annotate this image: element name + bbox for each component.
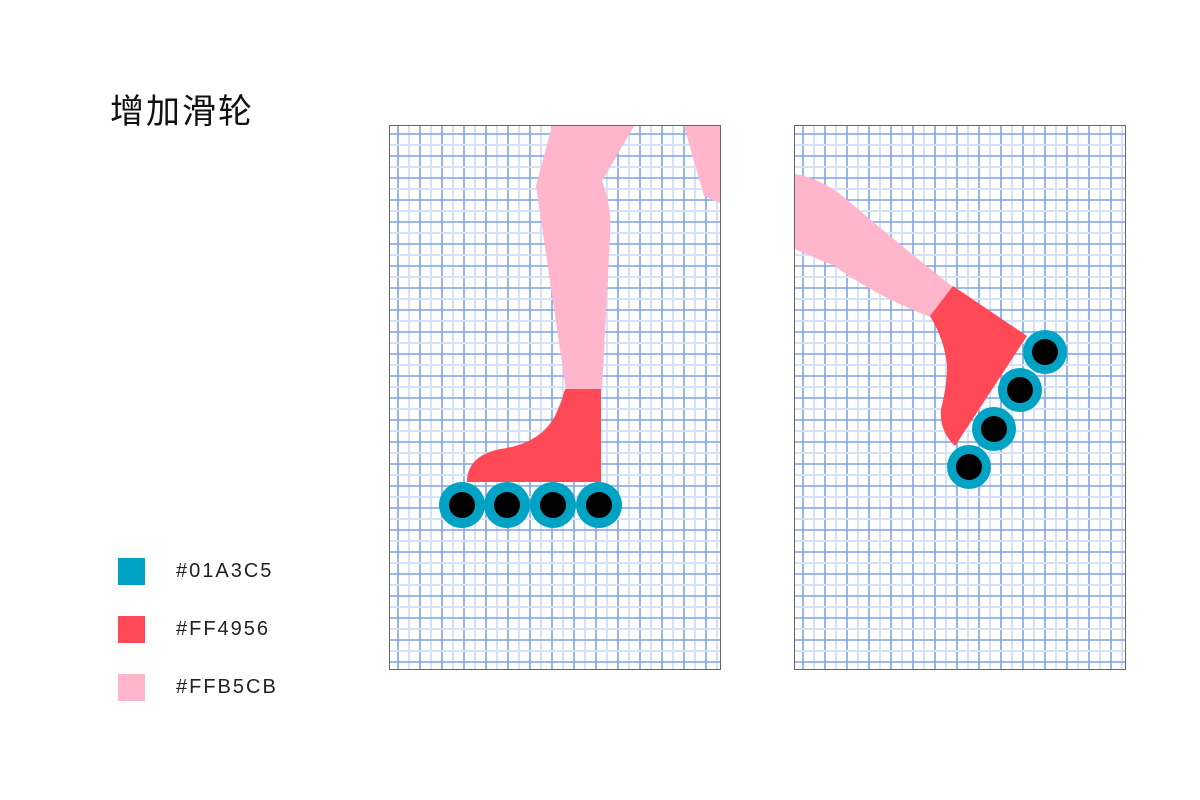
legend-item-leg: #FFB5CB bbox=[118, 673, 278, 701]
color-legend: #01A3C5 #FF4956 #FFB5CB bbox=[118, 557, 278, 731]
side-view-illustration bbox=[390, 126, 720, 669]
grid-background bbox=[390, 126, 720, 669]
wheel-hub bbox=[494, 492, 520, 518]
legend-item-wheel: #01A3C5 bbox=[118, 557, 278, 585]
angled-view-panel bbox=[794, 125, 1126, 670]
wheel-hub bbox=[586, 492, 612, 518]
angled-view-illustration bbox=[795, 126, 1125, 669]
back-leg-shape bbox=[684, 126, 720, 204]
boot-shape bbox=[467, 389, 601, 482]
boot-shape bbox=[930, 286, 1027, 446]
color-swatch bbox=[118, 615, 145, 643]
wheels bbox=[439, 482, 622, 528]
legend-label: #FF4956 bbox=[176, 617, 271, 640]
wheel-hub bbox=[1007, 377, 1033, 403]
leg-shape bbox=[536, 126, 634, 390]
legend-label: #FFB5CB bbox=[176, 675, 278, 698]
color-swatch bbox=[118, 673, 145, 701]
legend-item-boot: #FF4956 bbox=[118, 615, 278, 643]
legend-label: #01A3C5 bbox=[176, 559, 274, 582]
color-swatch bbox=[118, 557, 145, 585]
wheel-hub bbox=[981, 416, 1007, 442]
page-title: 增加滑轮 bbox=[110, 92, 254, 132]
wheel-hub bbox=[956, 454, 982, 480]
wheel-hub bbox=[540, 492, 566, 518]
wheels bbox=[947, 330, 1067, 489]
side-view-panel bbox=[389, 125, 721, 670]
wheel-hub bbox=[1032, 339, 1058, 365]
wheel-hub bbox=[449, 492, 475, 518]
leg-shape bbox=[795, 174, 953, 318]
